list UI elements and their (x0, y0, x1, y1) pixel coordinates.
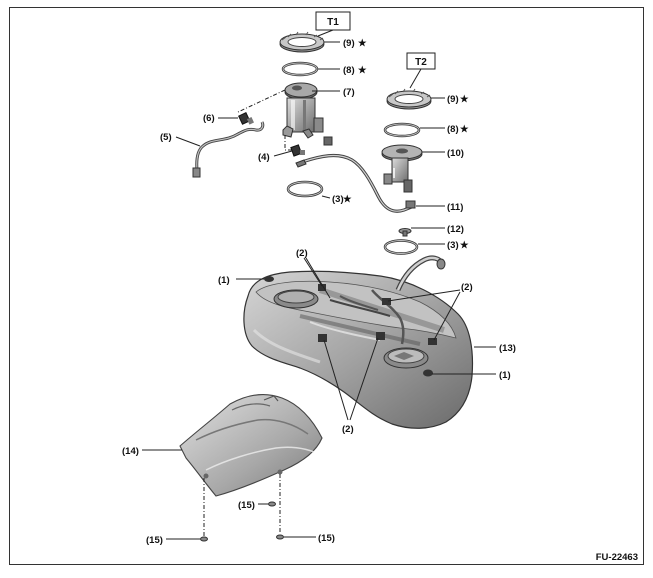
star-9-t1: ★ (358, 38, 367, 49)
clip-2b (382, 298, 391, 305)
label-1-left: (1) (218, 275, 230, 286)
tag-t2-text: T2 (415, 57, 427, 68)
nut-15b (268, 501, 276, 507)
outer-border (9, 7, 644, 565)
gasket-3-left (286, 180, 324, 198)
heat-shield (179, 394, 323, 497)
nut-15a (200, 536, 208, 542)
label-15-left: (15) (146, 535, 163, 546)
label-9-t1: (9) (343, 38, 355, 49)
label-9-t2: (9) (447, 94, 459, 105)
connector-6 (238, 112, 254, 125)
label-15-middle: (15) (238, 500, 255, 511)
clip-2a (318, 284, 326, 291)
lock-ring-t2 (386, 88, 432, 110)
label-2-bottom: (2) (342, 424, 354, 435)
label-14: (14) (122, 446, 139, 457)
label-13: (13) (499, 343, 516, 354)
gasket-3-right (383, 239, 419, 255)
fuel-level-sensor (381, 144, 423, 193)
tag-t1-text: T1 (327, 17, 339, 28)
label-3-left: (3) (332, 194, 344, 205)
star-9-t2: ★ (460, 94, 469, 105)
label-8-t1: (8) (343, 65, 355, 76)
plug-12 (398, 228, 412, 237)
tag-t2: T2 (406, 52, 436, 89)
nut-15c (276, 534, 284, 540)
lock-ring-t1 (279, 31, 325, 53)
fuel-tank (243, 255, 474, 429)
figure-code: FU-22463 (596, 552, 638, 563)
bumper-1b (423, 369, 433, 377)
label-15-right: (15) (318, 533, 335, 544)
star-8-t2: ★ (460, 124, 469, 135)
label-7: (7) (343, 87, 355, 98)
label-6: (6) (203, 113, 215, 124)
tag-t1: T1 (315, 11, 351, 37)
clip-2d (318, 334, 327, 342)
label-2-right: (2) (461, 282, 473, 293)
bumper-1a (264, 276, 274, 282)
star-3-left: ★ (343, 194, 352, 205)
star-3-right: ★ (460, 240, 469, 251)
clip-2c (428, 338, 437, 345)
star-8-t1: ★ (358, 65, 367, 76)
label-11: (11) (447, 202, 463, 213)
gasket-t1 (281, 61, 319, 77)
label-12: (12) (447, 224, 464, 235)
label-8-t2: (8) (447, 124, 459, 135)
label-4: (4) (258, 152, 270, 163)
label-1-right: (1) (499, 370, 511, 381)
label-2-top: (2) (296, 248, 308, 259)
label-10: (10) (447, 148, 464, 159)
clip-2e (376, 332, 385, 340)
fuel-pump-module (282, 82, 333, 146)
label-3-right: (3) (447, 240, 459, 251)
connector-4 (284, 135, 305, 157)
gasket-t2 (383, 122, 421, 138)
label-5: (5) (160, 132, 172, 143)
pump-connector-dash (237, 89, 286, 113)
